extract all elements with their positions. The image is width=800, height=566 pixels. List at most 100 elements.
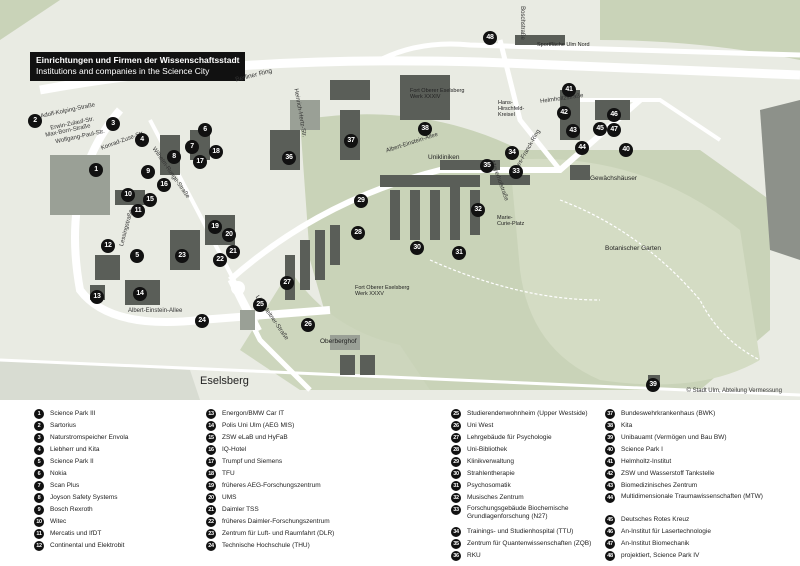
map-pin-11[interactable]: 11	[131, 204, 145, 218]
map-pin-19[interactable]: 19	[208, 220, 222, 234]
map-pin-4[interactable]: 4	[135, 133, 149, 147]
map-pin-24[interactable]: 24	[195, 314, 209, 328]
map-pin-22[interactable]: 22	[213, 253, 227, 267]
map-pin-26[interactable]: 26	[301, 318, 315, 332]
map-pin-1[interactable]: 1	[89, 163, 103, 177]
map-pin-21[interactable]: 21	[226, 245, 240, 259]
map-pin-47[interactable]: 47	[607, 123, 621, 137]
map-pin-38[interactable]: 38	[418, 122, 432, 136]
map-pin-48[interactable]: 48	[483, 31, 497, 45]
quarry-area	[760, 100, 800, 260]
map-pin-12[interactable]: 12	[101, 239, 115, 253]
map-pin-20[interactable]: 20	[222, 228, 236, 242]
map-pin-13[interactable]: 13	[90, 290, 104, 304]
map-pin-40[interactable]: 40	[619, 143, 633, 157]
map-pin-42[interactable]: 42	[557, 106, 571, 120]
map-pin-5[interactable]: 5	[130, 249, 144, 263]
map-pin-39[interactable]: 39	[646, 378, 660, 392]
map-pin-30[interactable]: 30	[410, 241, 424, 255]
map-pin-25[interactable]: 25	[253, 298, 267, 312]
map-pin-9[interactable]: 9	[141, 165, 155, 179]
map-pin-35[interactable]: 35	[480, 159, 494, 173]
map-pin-3[interactable]: 3	[106, 117, 120, 131]
map-pin-14[interactable]: 14	[133, 287, 147, 301]
map-pin-44[interactable]: 44	[575, 141, 589, 155]
map-pin-10[interactable]: 10	[121, 188, 135, 202]
map-pin-23[interactable]: 23	[175, 249, 189, 263]
map-pin-45[interactable]: 45	[593, 122, 607, 136]
map-pin-29[interactable]: 29	[354, 194, 368, 208]
map-pin-8[interactable]: 8	[167, 150, 181, 164]
legend-text: Zentrum für Quantenwissenschaften (ZQB)	[467, 540, 592, 547]
legend-text: Trainings- und Studienhospital (TTU)	[467, 528, 574, 535]
map-pin-36[interactable]: 36	[282, 151, 296, 165]
map-pin-46[interactable]: 46	[607, 108, 621, 122]
map-pin-37[interactable]: 37	[344, 134, 358, 148]
map-pin-28[interactable]: 28	[351, 226, 365, 240]
map-pin-27[interactable]: 27	[280, 276, 294, 290]
map-pin-7[interactable]: 7	[185, 140, 199, 154]
map-pin-18[interactable]: 18	[209, 145, 223, 159]
map-pin-2[interactable]: 2	[28, 114, 42, 128]
map-pin-31[interactable]: 31	[452, 246, 466, 260]
map-pin-17[interactable]: 17	[193, 155, 207, 169]
map-pin-6[interactable]: 6	[198, 123, 212, 137]
science-city-map[interactable]: Einrichtungen und Firmen der Wissenschaf…	[0, 0, 800, 400]
map-pin-32[interactable]: 32	[471, 203, 485, 217]
map-pin-15[interactable]: 15	[143, 193, 157, 207]
map-pin-34[interactable]: 34	[505, 146, 519, 160]
map-pin-43[interactable]: 43	[566, 124, 580, 138]
map-pin-33[interactable]: 33	[509, 165, 523, 179]
map-pin-16[interactable]: 16	[157, 178, 171, 192]
map-pin-41[interactable]: 41	[562, 83, 576, 97]
